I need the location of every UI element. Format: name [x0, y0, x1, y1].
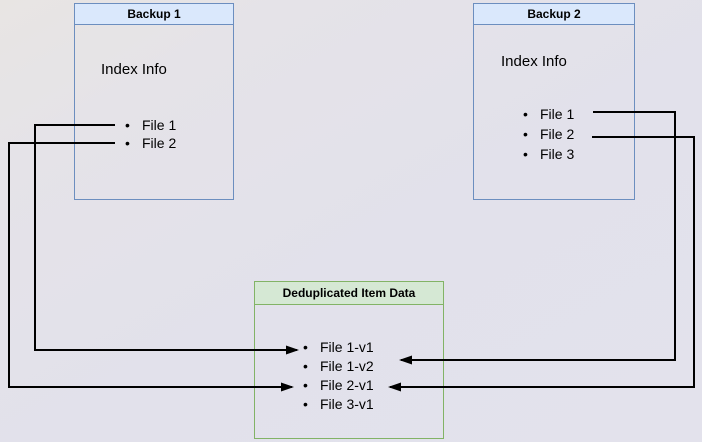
dedup-title: Deduplicated Item Data [255, 282, 443, 305]
backup1-file-1: File 1 [125, 116, 176, 134]
backup1-file-2: File 2 [125, 134, 176, 152]
dedup-item-file3-v1: File 3-v1 [303, 395, 374, 414]
backup2-file-3: File 3 [523, 144, 574, 164]
backup1-box: Backup 1 Index Info File 1 File 2 [74, 3, 234, 200]
backup2-title: Backup 2 [474, 4, 634, 25]
dedup-item-file1-v1: File 1-v1 [303, 338, 374, 357]
dedup-item-file2-v1: File 2-v1 [303, 376, 374, 395]
backup2-box: Backup 2 Index Info File 1 File 2 File 3 [473, 3, 635, 200]
backup2-file-2: File 2 [523, 124, 574, 144]
backup1-title: Backup 1 [75, 4, 233, 25]
backup2-file-list: File 1 File 2 File 3 [523, 104, 574, 164]
dedup-box: Deduplicated Item Data File 1-v1 File 1-… [254, 281, 444, 439]
backup1-file-list: File 1 File 2 [125, 116, 176, 152]
dedup-item-file1-v2: File 1-v2 [303, 357, 374, 376]
backup1-index-info-label: Index Info [101, 61, 167, 78]
dedup-item-list: File 1-v1 File 1-v2 File 2-v1 File 3-v1 [303, 338, 374, 414]
backup2-index-info-label: Index Info [501, 53, 567, 70]
backup2-file-1: File 1 [523, 104, 574, 124]
